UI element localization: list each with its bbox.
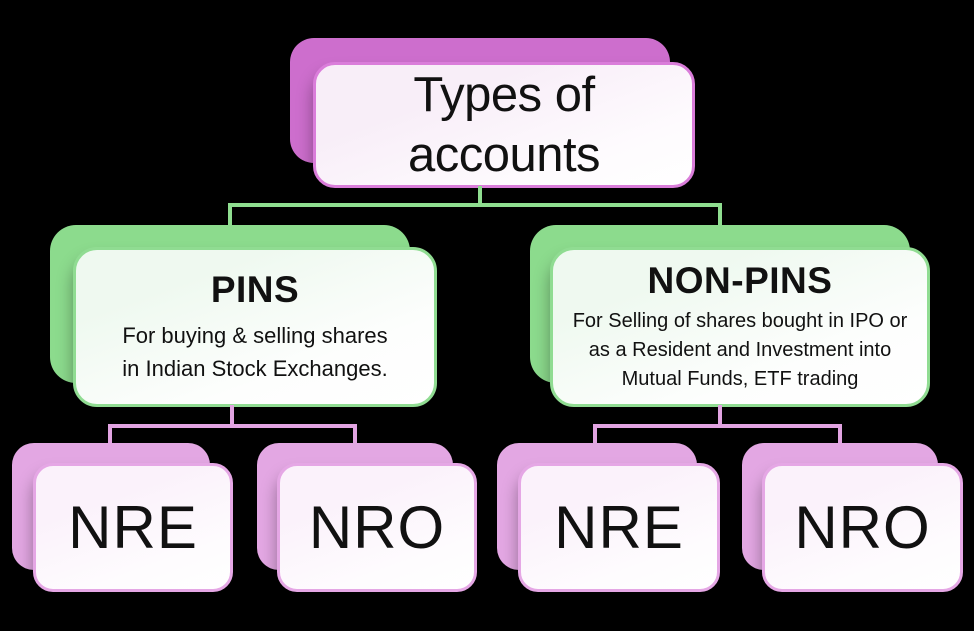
leaf-label: NRE xyxy=(554,494,684,561)
branch-nonpins-node: NON-PINS For Selling of shares bought in… xyxy=(550,247,930,407)
branch-nonpins-description-line: For Selling of shares bought in IPO or xyxy=(572,310,908,332)
branch-nonpins-description-line: as a Resident and Investment into xyxy=(588,339,892,361)
leaf-label: NRO xyxy=(308,494,446,561)
leaf-label: NRE xyxy=(68,494,198,561)
connector-pins-horizontal xyxy=(108,424,357,428)
connector-nonpins-stem xyxy=(718,405,722,426)
leaf-nonpins-nro-node: NRO xyxy=(762,463,963,592)
connector-pins-stem xyxy=(230,405,234,426)
connector-nonpins-horizontal xyxy=(593,424,842,428)
branch-pins-description-line: For buying & selling shares xyxy=(122,323,388,348)
branch-nonpins-title: NON-PINS xyxy=(647,260,833,301)
connector-root-drop-left xyxy=(228,203,232,229)
connector-pins-drop-left xyxy=(108,424,112,446)
connector-nonpins-drop-right xyxy=(838,424,842,446)
connector-root-drop-right xyxy=(718,203,722,229)
root-node-title: Types of accounts xyxy=(407,68,601,182)
branch-nonpins-description-line: Mutual Funds, ETF trading xyxy=(621,368,859,390)
connector-root-stem xyxy=(478,186,482,205)
branch-pins-description-line: in Indian Stock Exchanges. xyxy=(122,356,388,381)
root-node: Types of accounts xyxy=(313,62,695,188)
connector-pins-drop-right xyxy=(353,424,357,446)
leaf-nonpins-nre-node: NRE xyxy=(518,463,720,592)
connector-root-horizontal xyxy=(228,203,722,207)
branch-pins-title: PINS xyxy=(210,269,300,310)
leaf-label: NRO xyxy=(794,494,931,561)
connector-nonpins-drop-left xyxy=(593,424,597,446)
leaf-pins-nro-node: NRO xyxy=(277,463,477,592)
leaf-pins-nre-node: NRE xyxy=(33,463,233,592)
branch-pins-node: PINS For buying & selling shares in Indi… xyxy=(73,247,437,407)
